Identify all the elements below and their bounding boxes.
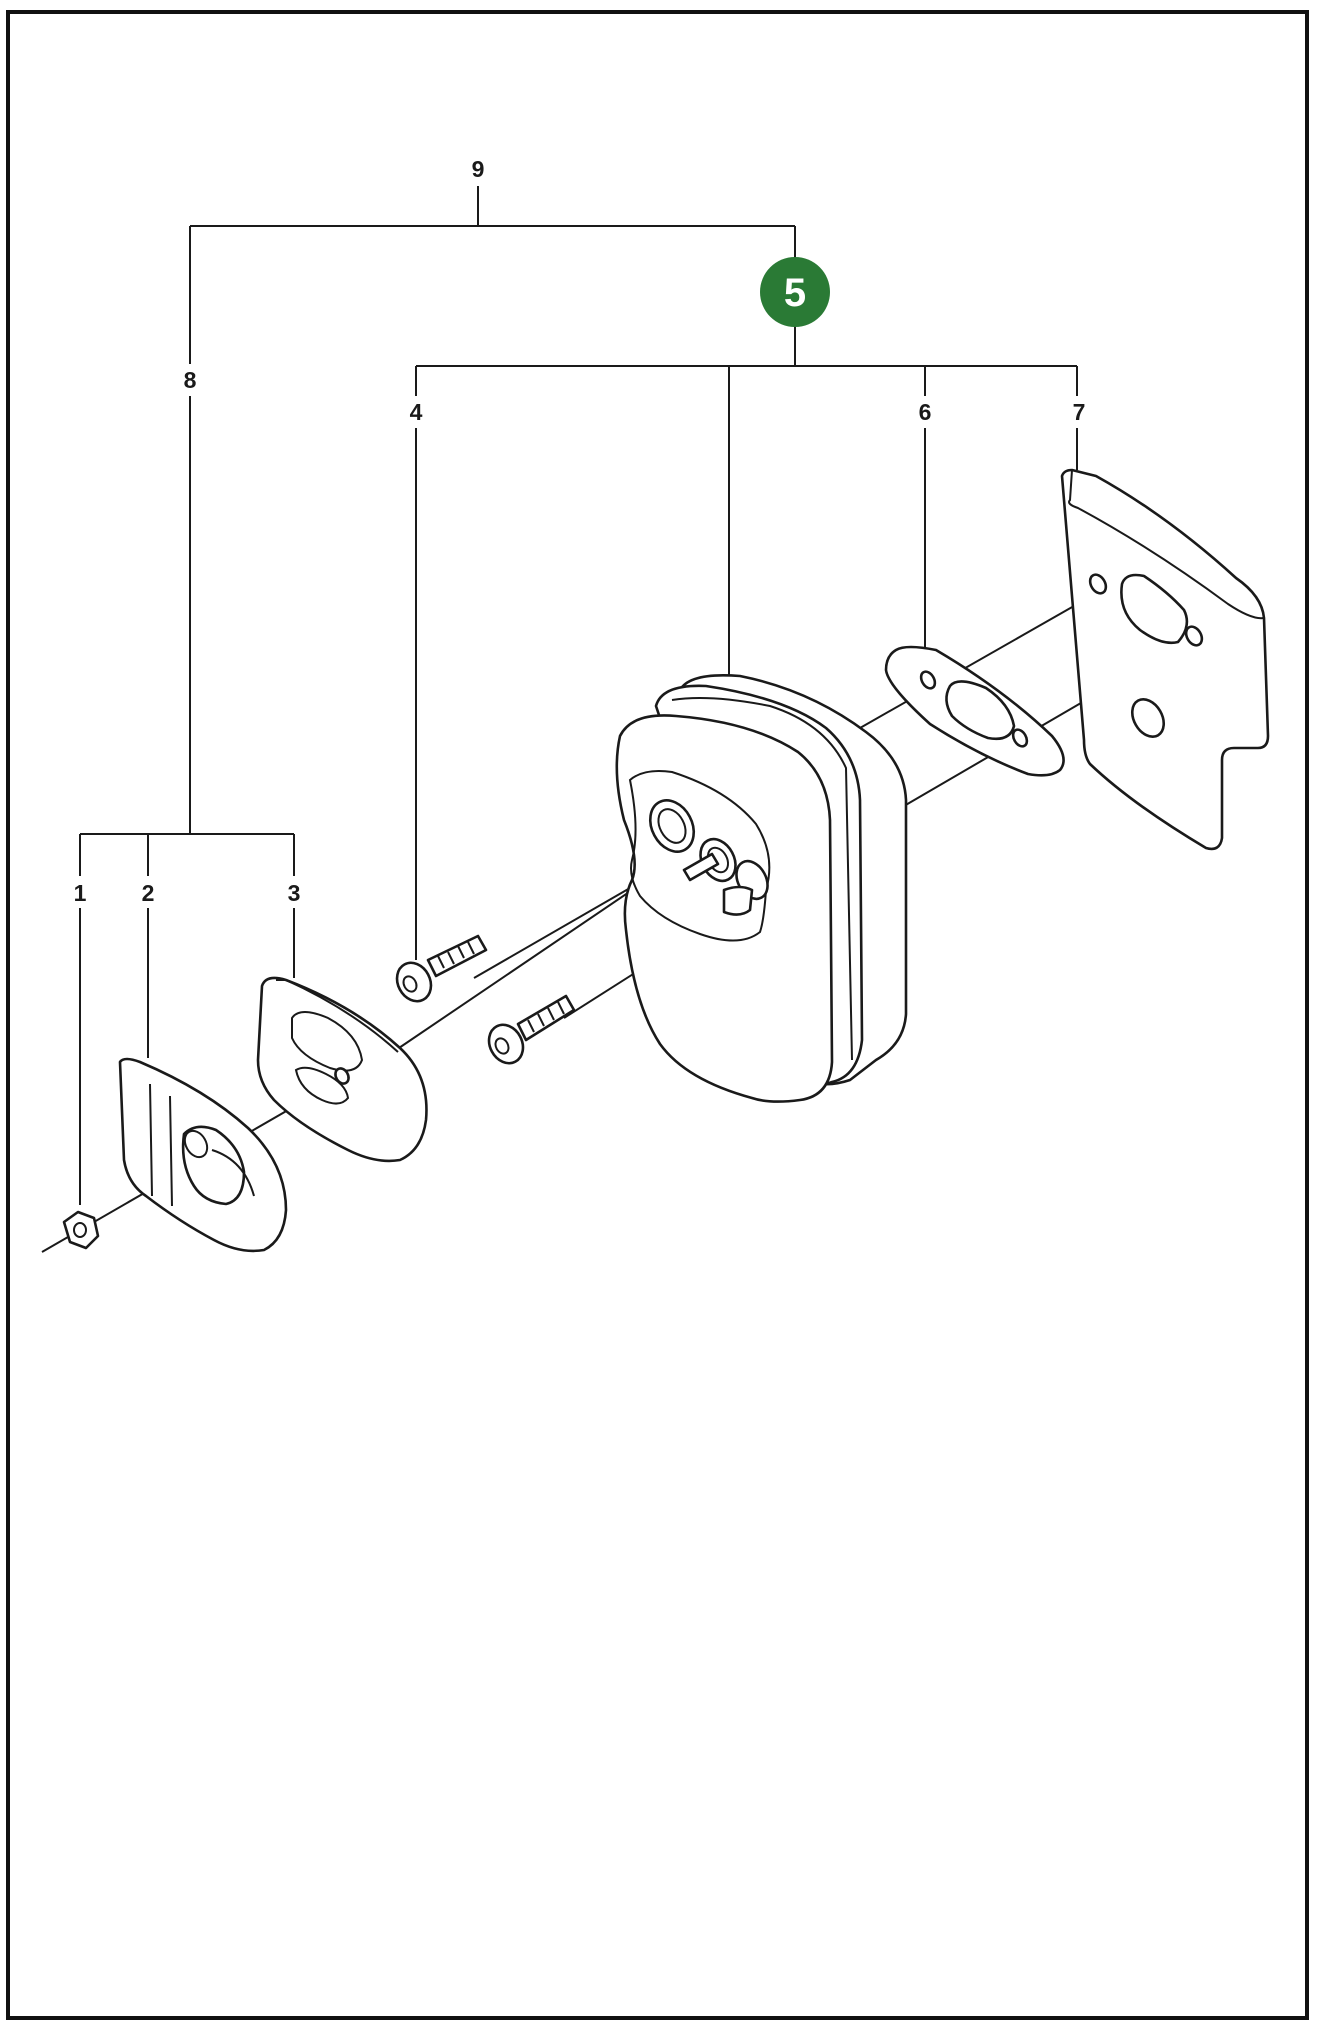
part-6-gasket	[884, 645, 1065, 777]
callout-2: 2	[142, 880, 155, 906]
callout-4: 4	[410, 399, 423, 425]
leader-lines	[79, 186, 1078, 1205]
part-4-screw-upper	[395, 934, 488, 1003]
callout-7: 7	[1073, 399, 1086, 425]
callout-8: 8	[184, 367, 197, 393]
callout-6: 6	[919, 399, 932, 425]
part-3-plate	[256, 976, 428, 1163]
callout-5-badge	[760, 257, 830, 327]
page-frame	[6, 10, 1309, 2020]
callout-1: 1	[74, 880, 87, 906]
part-7-heat-shield	[1060, 468, 1270, 851]
callout-5: 5	[784, 271, 806, 315]
callout-labels: 9 8 4 6 7 1 2 3 5	[74, 156, 1086, 906]
callout-9: 9	[472, 156, 485, 182]
part-1-nut	[62, 1210, 100, 1250]
part-4-screw-lower	[487, 994, 576, 1065]
callout-3: 3	[288, 880, 301, 906]
part-2-cover	[118, 1057, 288, 1253]
part-muffler-body	[615, 674, 908, 1103]
